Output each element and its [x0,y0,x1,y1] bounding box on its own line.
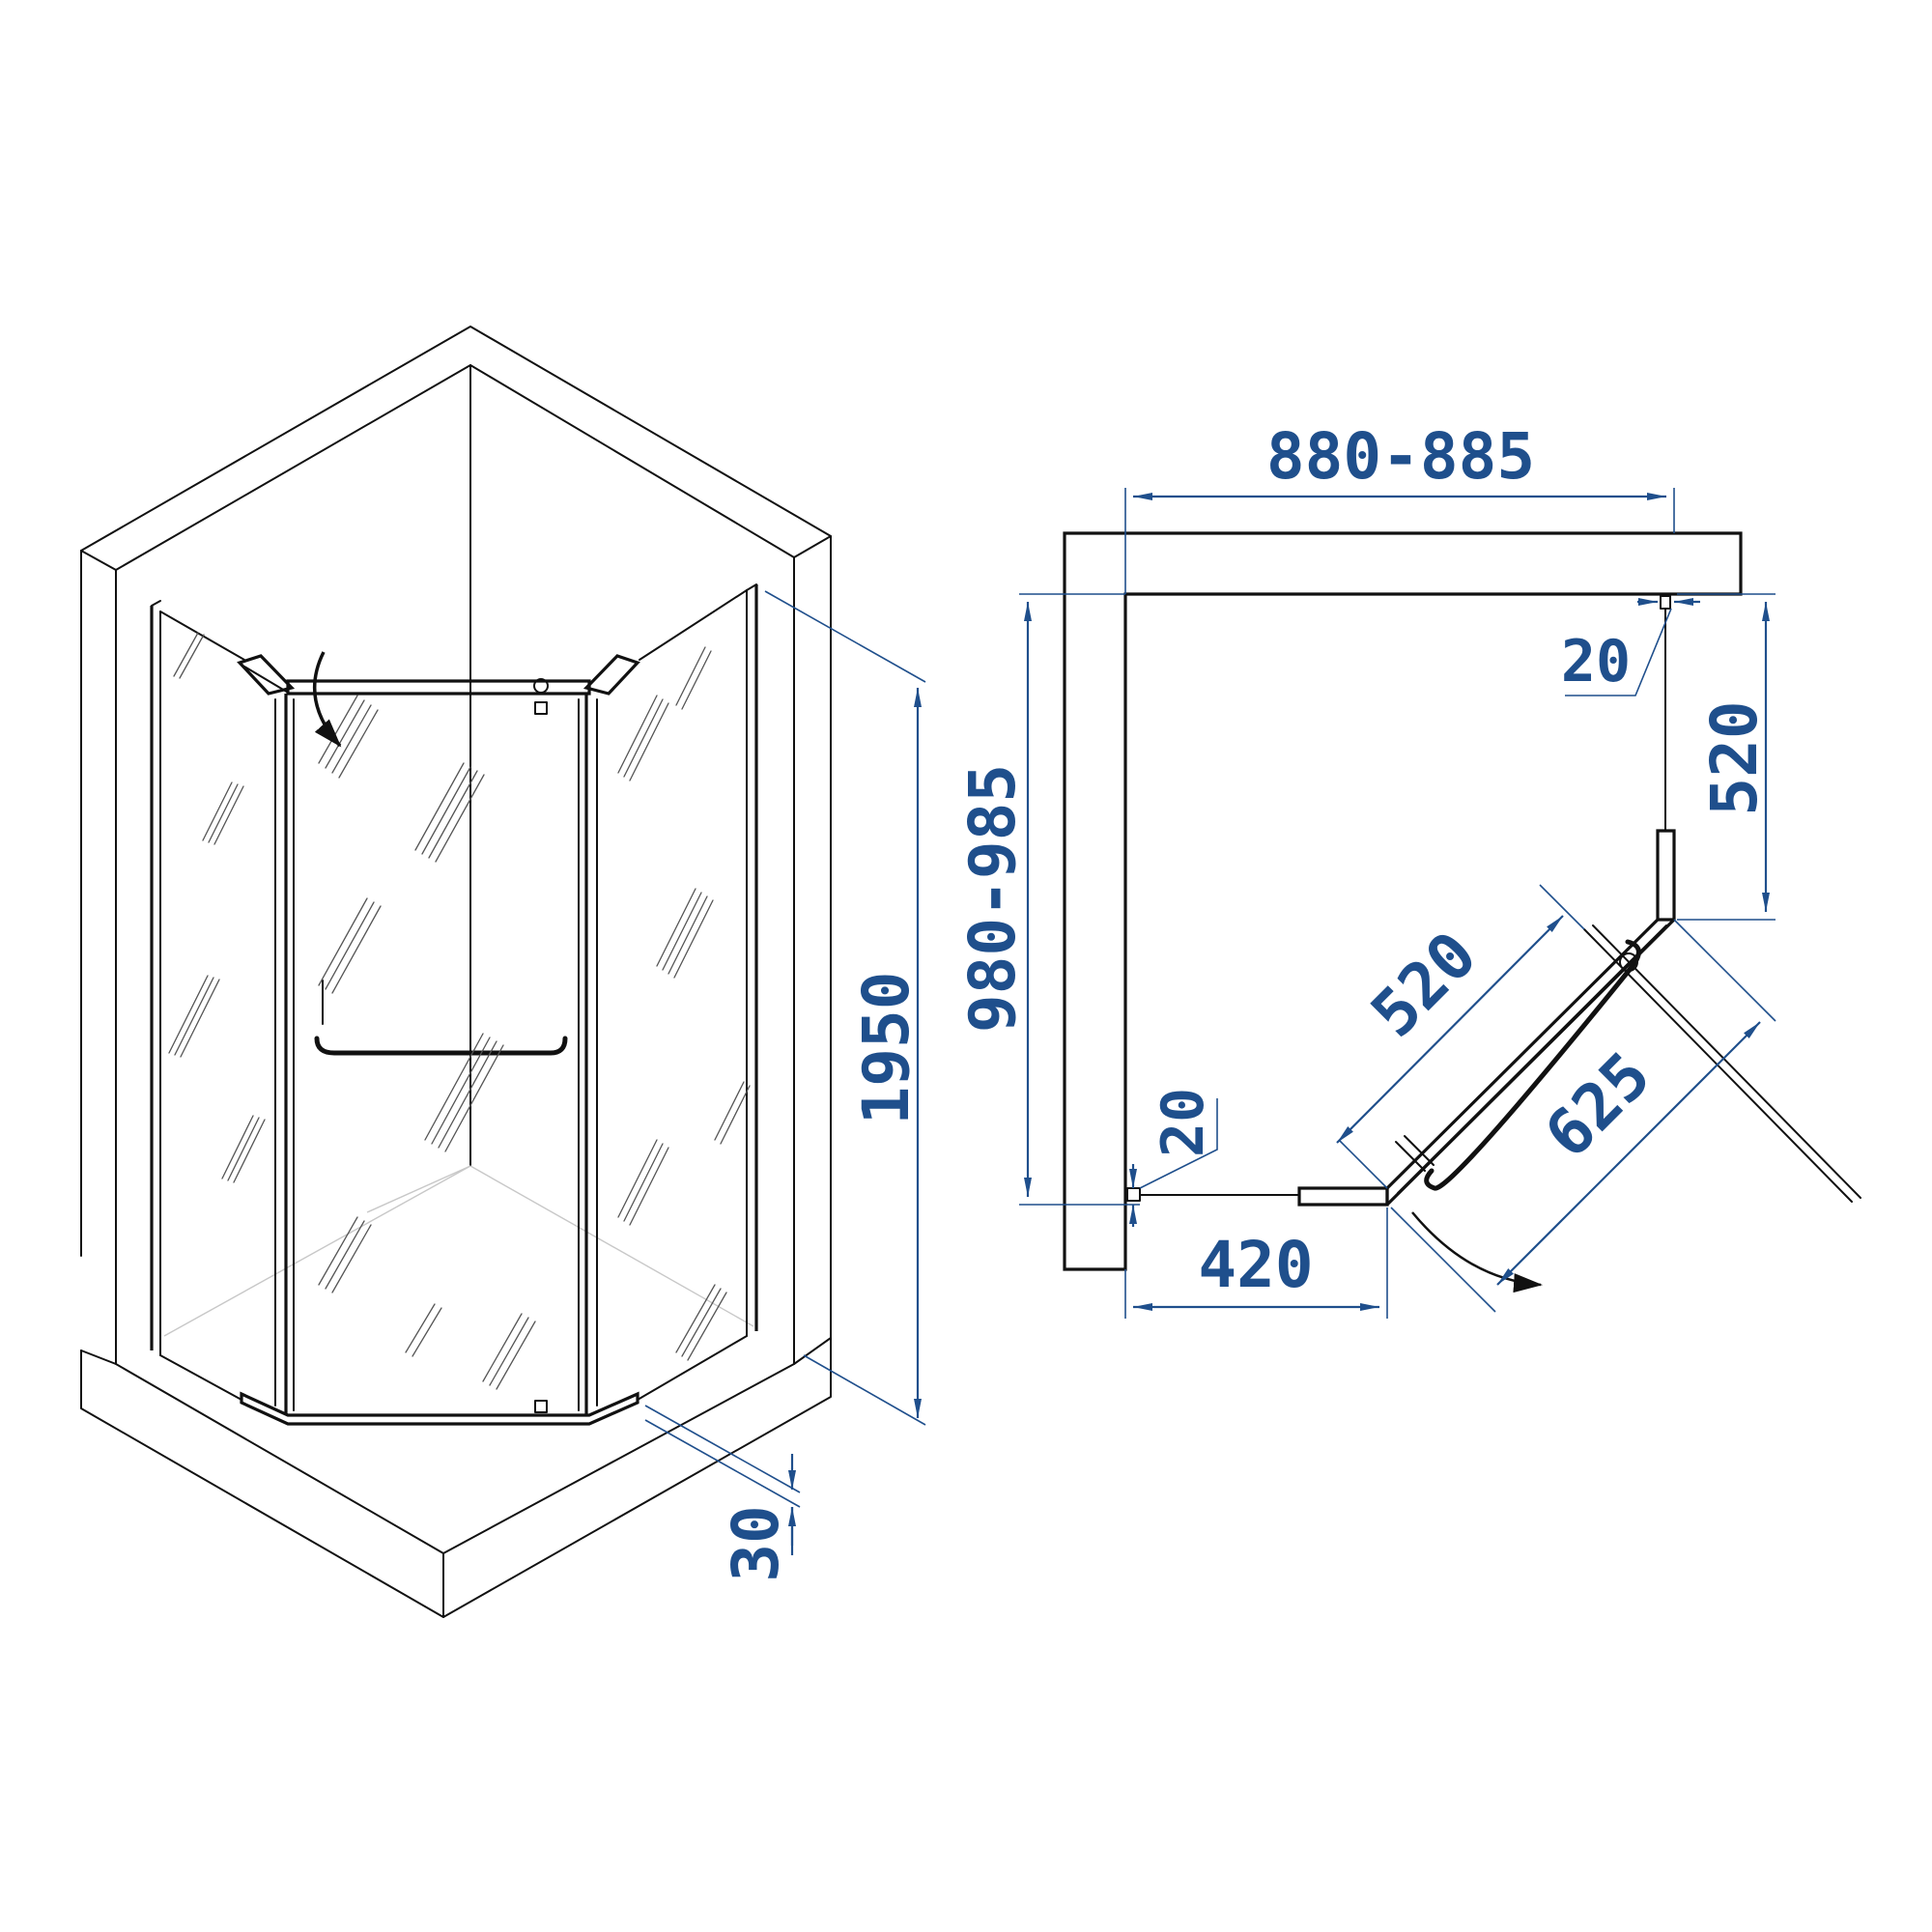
gap-top-label: 20 [1561,628,1631,696]
wall-outline [1063,531,1743,1271]
left-side-dimension: 420 [1124,1208,1388,1319]
depth-dimension: 980-985 [955,593,1140,1206]
isometric-view: 1950 30 [80,326,926,1618]
wall-block [80,326,832,1618]
diagonal-panel-dimension: 520 [1336,884,1585,1189]
door-width-label: 625 [1531,1038,1665,1173]
gap-left-dimension: 20 [1129,1088,1218,1227]
right-fixed-panel [1656,595,1676,922]
glass-reflections [168,632,751,1390]
floor-guides [163,1165,754,1337]
tray-dimension: 30 [644,1405,801,1582]
left-fixed-panel [1126,1186,1389,1207]
enclosure [150,583,758,1426]
door-swing-arrow [312,651,342,748]
tray-height-label: 30 [719,1505,793,1581]
height-dimension: 1950 [764,590,926,1426]
depth-label: 980-985 [955,764,1030,1033]
gap-top-dimension: 20 [1561,598,1700,696]
right-side-label: 520 [1697,700,1772,815]
gap-left-label: 20 [1150,1088,1217,1157]
width-dimension: 880-885 [1124,419,1675,594]
plan-view: 880-885 980-985 20 520 20 [955,419,1861,1319]
width-label: 880-885 [1266,419,1535,494]
left-side-label: 420 [1198,1228,1313,1302]
diagonal-panel-label: 520 [1357,918,1492,1052]
right-side-dimension: 520 [1677,593,1776,921]
height-label: 1950 [849,972,923,1125]
